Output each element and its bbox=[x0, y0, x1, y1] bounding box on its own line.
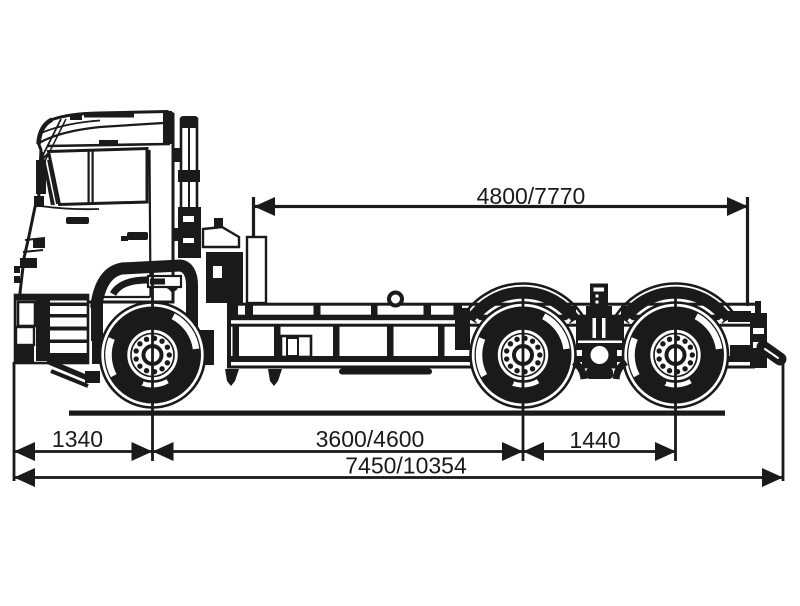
svg-text:1440: 1440 bbox=[569, 427, 620, 453]
svg-text:7450/10354: 7450/10354 bbox=[345, 453, 467, 479]
svg-text:4800/7770: 4800/7770 bbox=[477, 183, 586, 209]
svg-text:1340: 1340 bbox=[52, 426, 103, 452]
svg-text:3600/4600: 3600/4600 bbox=[316, 426, 425, 452]
